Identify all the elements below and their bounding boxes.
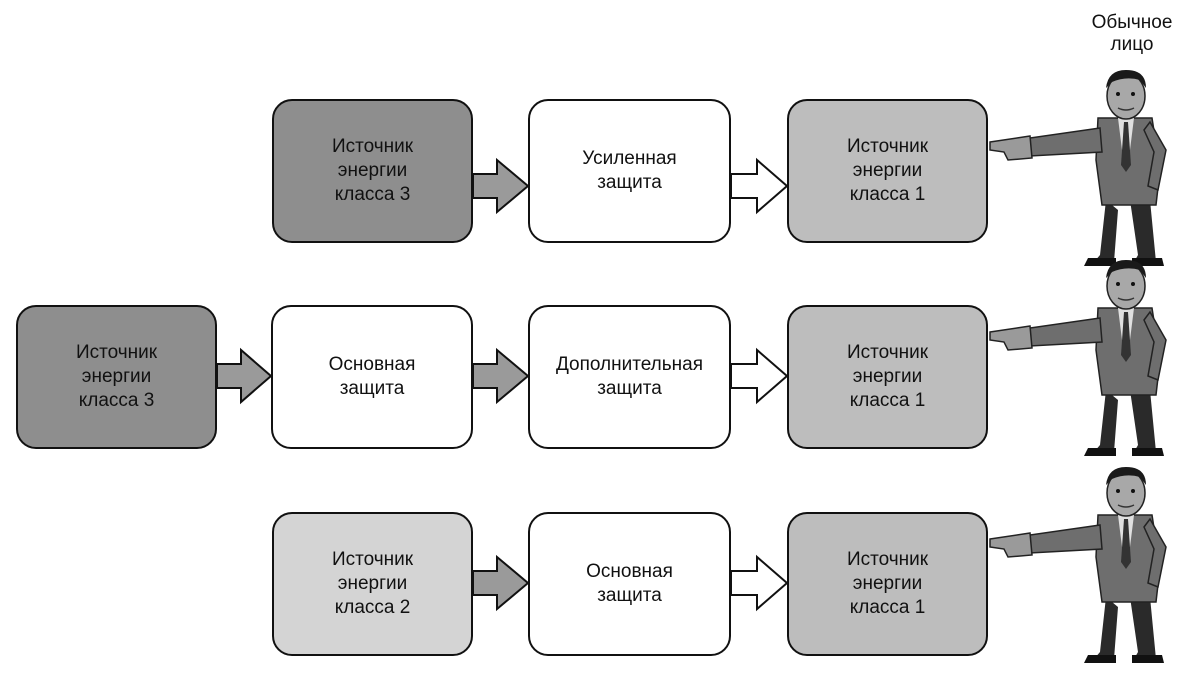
target-class1-box: Источник энергии класса 1 — [787, 305, 988, 449]
basic-protection-box: Основная защита — [271, 305, 473, 449]
basic-protection-box: Основная защита — [528, 512, 731, 656]
source-class3-box: Источник энергии класса 3 — [16, 305, 217, 449]
arrow-hollow — [730, 554, 789, 612]
supplementary-protection-box: Дополнительная защита — [528, 305, 731, 449]
arrow-filled — [472, 554, 530, 612]
person-label: Обычное лицо — [1091, 12, 1173, 55]
arrow-hollow — [730, 157, 789, 215]
arrow-hollow — [730, 347, 789, 405]
source-class2-box: Источник энергии класса 2 — [272, 512, 473, 656]
person-figure-3 — [989, 466, 1167, 664]
arrow-filled — [472, 347, 530, 405]
source-class3-box: Источник энергии класса 3 — [272, 99, 473, 243]
target-class1-box: Источник энергии класса 1 — [787, 99, 988, 243]
target-class1-box: Источник энергии класса 1 — [787, 512, 988, 656]
arrow-filled — [216, 347, 273, 405]
person-figure-1 — [989, 69, 1167, 267]
arrow-filled — [472, 157, 530, 215]
reinforced-protection-box: Усиленная защита — [528, 99, 731, 243]
person-figure-2 — [989, 259, 1167, 457]
